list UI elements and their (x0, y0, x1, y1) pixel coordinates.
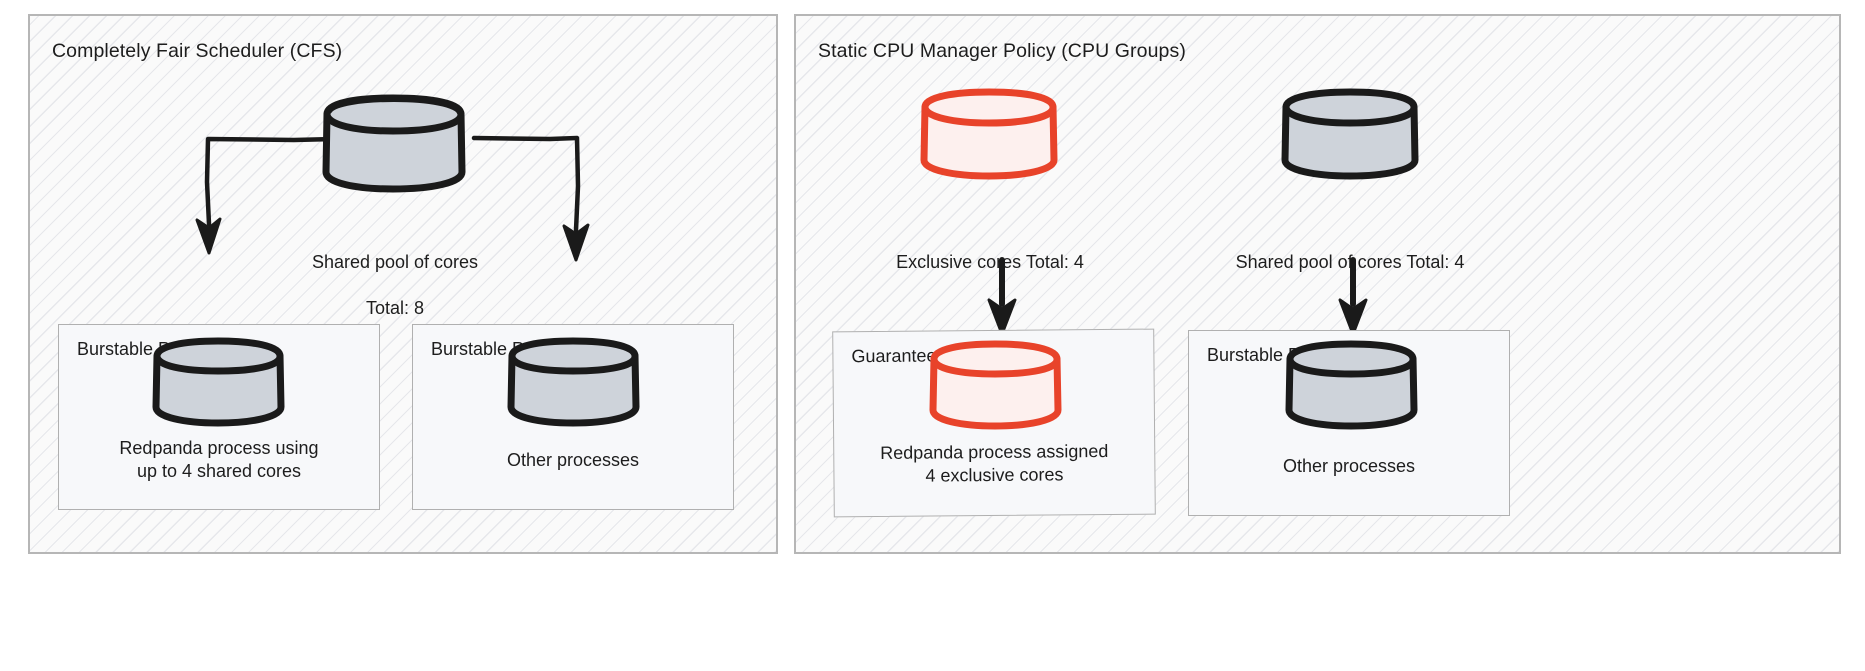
pod-title: Burstable Pod (77, 339, 191, 359)
pod-box-burstable-3[interactable]: Burstable Pod Other processes (1188, 330, 1510, 516)
pod-caption-line1: Other processes (1282, 456, 1416, 476)
pod-box-burstable-2[interactable]: Burstable Pod Other processes (412, 324, 734, 510)
shared-pool-caption-line2: Total: 8 (365, 298, 425, 318)
pod-caption-line1: Redpanda process assigned (880, 441, 1109, 463)
pod-caption-line2: up to 4 shared cores (136, 461, 302, 481)
static-shared-pool-caption: Shared pool of cores Total: 4 (1208, 228, 1492, 297)
pod-box-burstable-1[interactable]: Burstable Pod Redpanda process using up … (58, 324, 380, 510)
pod-title: Burstable Pod (431, 339, 545, 359)
panel-cfs-title: Completely Fair Scheduler (CFS) (52, 40, 343, 62)
pod-caption-line2: 4 exclusive cores (925, 464, 1064, 486)
pod-title: Burstable Pod (1207, 345, 1321, 365)
pod-caption: Redpanda process using up to 4 shared co… (59, 437, 379, 483)
pod-caption: Other processes (413, 449, 733, 472)
exclusive-cores-caption-line1: Exclusive cores Total: 4 (896, 252, 1084, 272)
pod-title: Guaranteed Pod (851, 345, 984, 367)
static-shared-pool-caption-line1: Shared pool of cores Total: 4 (1235, 252, 1465, 272)
pod-box-guaranteed[interactable]: Guaranteed Pod Redpanda process assigned… (832, 328, 1156, 518)
shared-pool-caption-line1: Shared pool of cores (311, 252, 479, 272)
pod-caption: Other processes (1189, 455, 1509, 478)
pod-caption: Redpanda process assigned 4 exclusive co… (834, 440, 1154, 489)
shared-pool-caption: Shared pool of cores Total: 8 (310, 228, 480, 343)
panel-static-title: Static CPU Manager Policy (CPU Groups) (818, 40, 1186, 62)
pod-caption-line1: Other processes (506, 450, 640, 470)
pod-caption-line1: Redpanda process using (119, 438, 319, 458)
exclusive-cores-caption: Exclusive cores Total: 4 (874, 228, 1106, 297)
